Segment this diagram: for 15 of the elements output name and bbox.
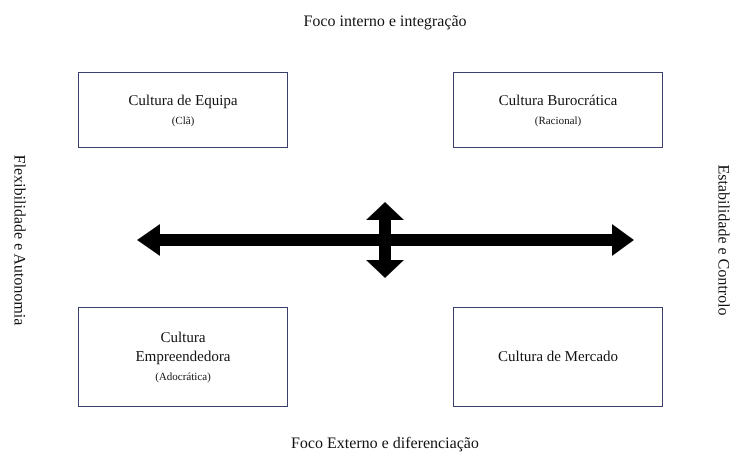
axis-label: Foco Externo e diferenciação <box>291 435 479 453</box>
culture-box <box>78 72 288 148</box>
culture-name: Cultura Burocrática <box>498 92 618 110</box>
culture-subtitle: (Clã) <box>172 114 194 128</box>
culture-subtitle: (Adocrática) <box>155 370 211 385</box>
axis-label: Flexibilidade e Autonomia <box>8 154 27 326</box>
culture-subtitle: (Racional) <box>534 114 582 128</box>
axis-label: Estabilidade e Controlo <box>713 164 732 316</box>
culture-box <box>78 307 288 407</box>
culture-box <box>453 72 663 148</box>
culture-name: Cultura Empreendedora <box>134 329 232 367</box>
culture-name: Cultura de Equipa <box>128 92 238 110</box>
axis-label: Foco interno e integração <box>304 13 467 31</box>
culture-name: Cultura de Mercado <box>498 348 618 366</box>
culture-box <box>453 307 663 407</box>
